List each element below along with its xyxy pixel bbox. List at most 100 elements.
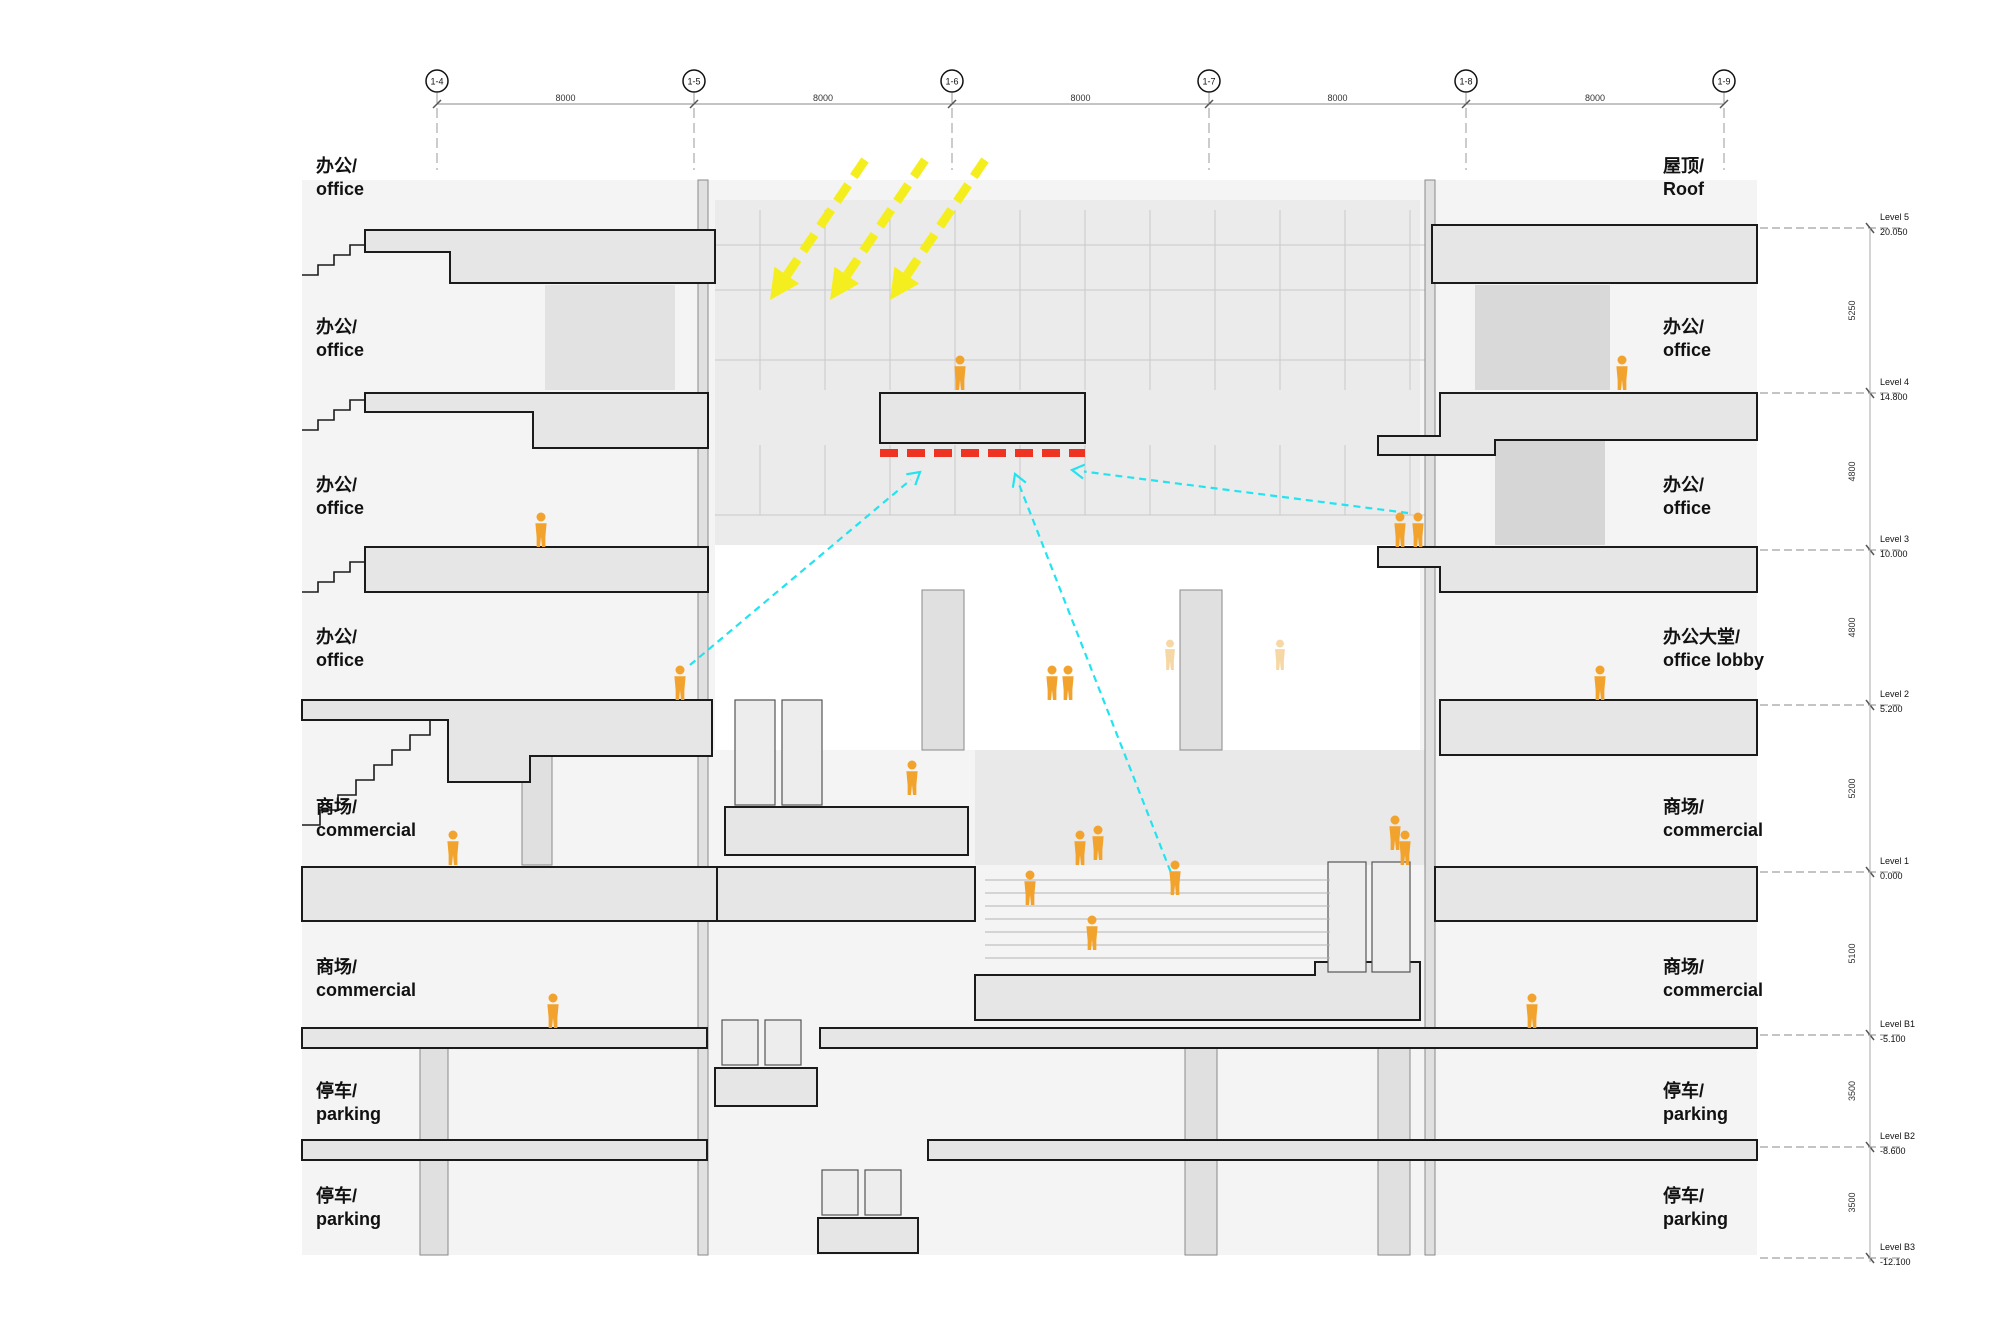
person-head — [1166, 639, 1174, 648]
level-elevation: -12.100 — [1880, 1257, 1911, 1267]
person-icon — [1169, 860, 1181, 895]
person-body — [1399, 841, 1411, 865]
level-name: Level 5 — [1880, 212, 1909, 222]
person-head — [1025, 870, 1035, 880]
person-body — [1024, 881, 1036, 905]
person-head — [1075, 830, 1085, 840]
floor-label-en: office — [316, 340, 365, 360]
sightline-arrow — [1083, 470, 1409, 515]
escalator — [734, 699, 776, 806]
stair — [302, 230, 366, 276]
slab-right-l4 — [1377, 392, 1758, 456]
grid-axis-label: 1-7 — [1202, 77, 1215, 87]
slab-right-roof — [1431, 224, 1758, 284]
floor-label-left: 办公/ office — [316, 474, 364, 520]
person-icon — [1389, 815, 1401, 850]
person-head — [536, 512, 546, 522]
person-body — [1169, 871, 1181, 895]
floor-label-en: commercial — [1663, 820, 1764, 840]
stair — [302, 393, 366, 431]
person-body — [547, 1004, 559, 1028]
person-icon — [1399, 830, 1411, 865]
floor-slabs — [301, 224, 1758, 1254]
atrium-light-zone — [715, 200, 1420, 545]
atrium-lower — [975, 750, 1430, 865]
floor-label-right: 商场/ commercial — [1663, 956, 1763, 1002]
person-head — [1093, 825, 1103, 835]
slab-right-b2 — [927, 1139, 1758, 1161]
grid-bubble — [682, 69, 706, 93]
dimension-tick — [1204, 99, 1214, 109]
person-head — [1400, 830, 1410, 840]
grid-spacing-label: 8000 — [555, 93, 575, 103]
level-elevation: 10.000 — [1880, 549, 1908, 559]
person-icon — [1616, 355, 1628, 390]
floor-label-cn: 商场/ — [316, 957, 358, 977]
sunlight-arrows — [770, 157, 989, 300]
slab-left-b1 — [301, 1027, 708, 1049]
person-body — [447, 841, 459, 865]
person-head — [1063, 665, 1073, 675]
dimension-tick — [1719, 99, 1729, 109]
escalator — [764, 1019, 802, 1066]
level-name: Level B3 — [1880, 1242, 1915, 1252]
floor-label-left: 停车/ parking — [316, 1185, 381, 1231]
grid-axis-label: 1-9 — [1717, 77, 1730, 87]
level-name: Level 2 — [1880, 689, 1909, 699]
person-head — [1170, 860, 1180, 870]
grid-spacing-label: 8000 — [1070, 93, 1090, 103]
height-dimension: 5100 — [1847, 943, 1857, 963]
floor-label-en: office — [316, 179, 365, 199]
slab-escalator-landing-l1 — [724, 806, 969, 856]
person-icon — [1086, 915, 1098, 950]
person-body — [535, 523, 547, 547]
escalator — [721, 1019, 759, 1066]
floor-label-left: 停车/ parking — [316, 1080, 381, 1126]
dimension-tick — [947, 99, 957, 109]
height-dimension: 5200 — [1847, 778, 1857, 798]
right-core — [1495, 440, 1605, 545]
height-dimension: 3500 — [1847, 1192, 1857, 1212]
floor-label-cn: 停车/ — [316, 1186, 358, 1206]
person-body — [1594, 676, 1606, 700]
sunlight-arrow-shaft — [783, 157, 869, 278]
person-icon — [1024, 870, 1036, 905]
floor-label-cn: 停车/ — [1663, 1186, 1705, 1206]
escalators — [721, 699, 1411, 1216]
sightline-arrow-head — [1069, 463, 1086, 480]
floor-label-en: parking — [316, 1104, 382, 1124]
left-stairs — [302, 230, 431, 826]
person-head — [1276, 639, 1284, 648]
column — [1179, 589, 1223, 751]
level-name: Level 1 — [1880, 856, 1909, 866]
person-body — [1092, 836, 1104, 860]
level-elevation: 20.050 — [1880, 227, 1908, 237]
slab-right-l1 — [1434, 866, 1758, 922]
floor-label-cn: 商场/ — [1663, 797, 1705, 817]
level-elevation: 5.200 — [1880, 704, 1903, 714]
floor-label-cn: 办公/ — [316, 156, 358, 176]
person-icon — [1062, 665, 1074, 700]
floor-label-cn: 停车/ — [316, 1081, 358, 1101]
person-head — [1595, 665, 1605, 675]
slab-right-l3 — [1377, 546, 1758, 593]
slab-atrium-bridge — [879, 392, 1086, 444]
person-icon — [674, 665, 686, 700]
sightline-arrow-head — [906, 470, 922, 486]
atrium-glazing — [715, 210, 1432, 516]
floor-label-cn: 停车/ — [1663, 1081, 1705, 1101]
grid-axis-label: 1-6 — [945, 77, 958, 87]
column — [921, 589, 965, 751]
grid-spacing-label: 8000 — [1585, 93, 1605, 103]
level-name: Level B1 — [1880, 1019, 1915, 1029]
person-icon — [547, 993, 559, 1028]
dimension-tick — [1461, 99, 1471, 109]
grid-spacing-label: 8000 — [1327, 93, 1347, 103]
person-icon — [1092, 825, 1104, 860]
person-icon — [906, 760, 918, 795]
floor-label-cn: 办公大堂/ — [1663, 627, 1741, 647]
floor-label-cn: 办公/ — [316, 475, 358, 495]
